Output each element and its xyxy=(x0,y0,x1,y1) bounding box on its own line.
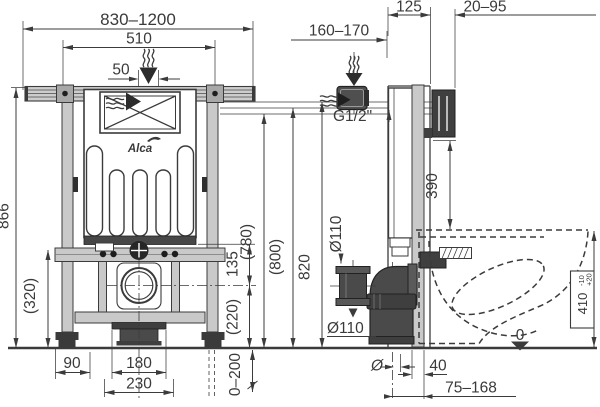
dim-bowl-height: 410 +20 -10 xyxy=(569,231,597,347)
dim-crossbar-to-outlet-text: 135 xyxy=(225,251,242,277)
cistern-clip-right xyxy=(202,177,207,192)
dim-outlet-center-height: (220) xyxy=(225,285,252,348)
dim-outlet-flange-text: 180 xyxy=(126,355,152,372)
lower-crossbar xyxy=(74,311,206,324)
dim-outlet-center-height-text: (220) xyxy=(225,299,242,335)
cistern-side xyxy=(387,87,414,257)
height-dimensions: (780) (800) 820 Ø110 xyxy=(239,102,345,348)
dim-dist-left: 90 xyxy=(55,349,91,379)
flush-arrow-right-icon xyxy=(105,92,141,111)
label-elbow-diameter-text: Ø110 xyxy=(327,320,364,337)
dim-height-crossbar: (320) xyxy=(22,250,51,348)
toilet-bowl-outline xyxy=(416,229,589,347)
front-view: Alca xyxy=(24,48,256,401)
side-flush-arrow-down-icon xyxy=(345,55,363,86)
dim-outlet-flange: 180 xyxy=(111,330,167,379)
dim-diameter-symbol-text: Ø xyxy=(370,358,384,375)
dim-height-crossbar-text: (320) xyxy=(22,278,39,314)
flush-arrow-down-icon xyxy=(139,48,158,84)
dim-820: 820 xyxy=(297,102,325,348)
side-dimensions: 160–170 125 20–95 390 Ø110 Ø xyxy=(291,0,597,399)
bowl-fixing-hatch xyxy=(439,247,472,259)
dim-outlet-outer: 230 xyxy=(104,376,174,397)
dim-crossbar-to-outlet: 135 xyxy=(198,243,255,286)
side-view: G1/2" xyxy=(319,52,589,401)
dim-820-text: 820 xyxy=(297,254,314,280)
dim-800: (800) xyxy=(268,108,296,348)
dim-bowl-height-text: 410 xyxy=(575,293,590,315)
dim-height-overall: 866 xyxy=(0,87,27,348)
dim-flush-width: 50 xyxy=(108,62,180,87)
frame-left-leg xyxy=(61,85,74,333)
dim-780: (780) xyxy=(239,114,267,348)
brand-logo: Alca xyxy=(127,136,161,155)
upper-crossbar xyxy=(54,241,226,262)
dim-diameter-symbol: Ø xyxy=(370,354,415,375)
dim-outlet-offset-text: 75–168 xyxy=(445,380,497,397)
dim-fixing-height-text: 390 xyxy=(424,173,441,199)
frame-feet xyxy=(55,332,225,348)
dim-depth-flush-text: 160–170 xyxy=(309,23,370,40)
water-connection: G1/2" xyxy=(333,108,392,125)
dim-wall-offset: 20–95 xyxy=(454,0,596,88)
coupling-sleeve xyxy=(330,260,376,318)
dim-bowl-tol-minus-text: -10 xyxy=(577,275,586,286)
water-connection-text: G1/2" xyxy=(333,108,372,125)
dim-wall-width: 40 xyxy=(398,350,447,379)
label-sleeve-diameter-text: Ø110 xyxy=(328,215,345,252)
floor-zero-marker: 0 xyxy=(511,327,529,351)
dim-width-inner-text: 510 xyxy=(126,31,152,48)
dim-width-inner: 510 xyxy=(62,31,216,85)
dim-width-overall: 830–1200 xyxy=(22,10,254,90)
assembly-arrow-icon xyxy=(348,308,358,318)
rail-bracket-left xyxy=(56,84,74,103)
floor-zero-arrow-icon xyxy=(511,341,529,351)
dim-wall-width-text: 40 xyxy=(429,358,447,375)
rail-bracket-right xyxy=(206,84,224,103)
dim-width-overall-text: 830–1200 xyxy=(100,10,176,29)
dim-leg-adjust-text: 0–200 xyxy=(227,353,244,396)
waste-elbow xyxy=(366,263,418,345)
brand-logo-text: Alca xyxy=(127,143,153,155)
floor-zero-text: 0 xyxy=(516,327,525,344)
dim-leg-adjust: 0–200 xyxy=(208,350,258,399)
dim-dist-left-text: 90 xyxy=(63,355,81,372)
dim-800-text: (800) xyxy=(268,239,285,275)
dim-780-text: (780) xyxy=(239,224,256,260)
dim-outlet-outer-text: 230 xyxy=(126,376,152,393)
fixing-rod-left xyxy=(98,261,107,313)
dim-depth-frame: 125 xyxy=(387,0,431,84)
wall-bracket xyxy=(424,89,456,138)
dim-depth-frame-text: 125 xyxy=(396,0,422,16)
front-dimensions: 830–1200 510 50 866 (320) xyxy=(0,10,258,399)
dim-outlet-offset: 75–168 xyxy=(384,379,516,399)
dim-wall-offset-text: 20–95 xyxy=(463,0,506,16)
cistern-slots xyxy=(85,145,195,237)
label-elbow-diameter: Ø110 xyxy=(327,320,376,337)
dim-bowl-tol-plus-text: +20 xyxy=(585,273,594,286)
side-flush-arrow-right-icon xyxy=(319,92,351,107)
frame-right-leg xyxy=(206,85,219,333)
label-sleeve-diameter: Ø110 xyxy=(328,215,345,264)
inspection-opening xyxy=(99,91,181,134)
dim-fixing-height: 390 xyxy=(424,140,456,229)
dim-height-overall-text: 866 xyxy=(0,203,13,229)
dim-flush-width-text: 50 xyxy=(112,62,130,79)
fixing-rod-right xyxy=(171,261,180,313)
cistern-clip-left xyxy=(73,177,78,192)
dim-depth-flush: 160–170 xyxy=(291,23,388,58)
